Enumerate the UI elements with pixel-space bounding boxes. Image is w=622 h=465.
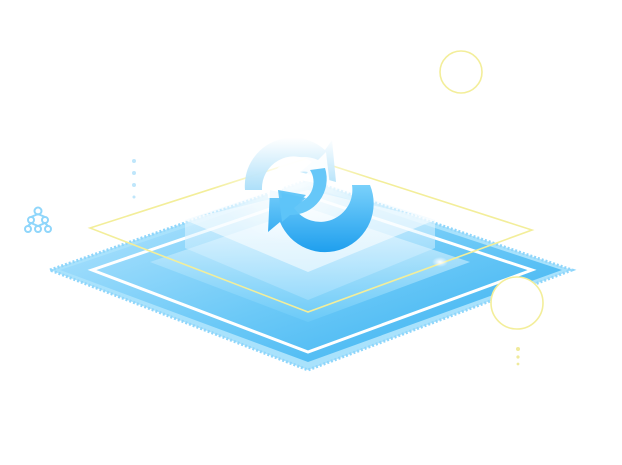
yellow-circle-right [490,276,544,330]
dot-column-right [516,347,520,366]
network-nodes-icon [24,206,52,233]
dot-column-left [132,159,136,199]
refresh-sync-icon [244,137,374,253]
sparkle [432,257,448,267]
yellow-circle-top [439,50,483,94]
